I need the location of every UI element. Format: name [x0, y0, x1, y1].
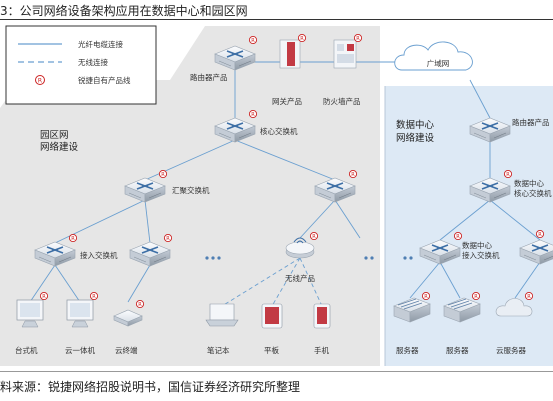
- svg-text:R: R: [38, 78, 42, 85]
- figure-source: 料来源：锐捷网络招股说明书，国信证券经济研究所整理: [0, 380, 301, 394]
- phone-device: [313, 303, 331, 329]
- laptop-device: [205, 303, 239, 327]
- gateway-label: 网关产品: [272, 96, 302, 106]
- more-dots: [205, 256, 221, 260]
- dc-core-label-1: 数据中心: [514, 178, 544, 188]
- cloud-server-device: [495, 291, 534, 317]
- allinone-label: 云一体机: [65, 345, 95, 355]
- dc-router-label: 路由器产品: [512, 117, 550, 127]
- dc-access-label-2: 接入交换机: [462, 250, 500, 260]
- tablet-device: [261, 303, 283, 329]
- own-product-badge-icon: R: [35, 75, 45, 85]
- figure-title: 3：公司网络设备架构应用在数据中心和园区网: [0, 4, 248, 18]
- tablet-label: 平板: [264, 345, 279, 355]
- campus-zone-title-1: 园区网: [40, 130, 69, 141]
- wireless-label: 无线产品: [285, 273, 315, 283]
- server-label-1: 服务器: [396, 345, 419, 355]
- source-rule: [0, 371, 553, 372]
- firewall-device: [333, 33, 363, 69]
- legend-fiber-label: 光纤电缆连接: [78, 39, 123, 49]
- dc-core-label-2: 核心交换机: [514, 188, 552, 198]
- cloud-server-label: 云服务器: [496, 345, 526, 355]
- wan-cloud: 广域网: [394, 41, 473, 71]
- cloud-terminal-label: 云终端: [115, 345, 138, 355]
- phone-label: 手机: [314, 345, 329, 355]
- router-label: 路由器产品: [190, 72, 228, 82]
- legend: 光纤电缆连接 无线连接 R 锐捷自有产品线: [5, 25, 157, 105]
- campus-zone-title-2: 网络建设: [40, 141, 79, 153]
- aggregation-switch-label: 汇聚交换机: [172, 185, 210, 195]
- wan-label: 广域网: [427, 58, 450, 68]
- legend-wireless-label: 无线连接: [78, 57, 108, 67]
- campus-zone: [0, 26, 380, 366]
- dc-more-dots: [403, 256, 413, 260]
- title-rule: [0, 19, 553, 20]
- gateway-device: [279, 33, 307, 69]
- server-label-2: 服务器: [446, 345, 469, 355]
- more-dots-2: [364, 256, 374, 260]
- dc-zone-title-2: 网络建设: [396, 132, 435, 144]
- laptop-label: 笔记本: [207, 345, 230, 355]
- wireless-links: [221, 257, 323, 307]
- access-switch-label: 接入交换机: [80, 250, 118, 260]
- desktop-label: 台式机: [15, 345, 38, 355]
- dc-access-label-1: 数据中心: [462, 240, 492, 250]
- wireless-ap-device: [285, 231, 319, 259]
- dc-zone-title-1: 数据中心: [396, 119, 435, 131]
- firewall-label: 防火墙产品: [323, 96, 361, 106]
- core-switch-label: 核心交换机: [260, 126, 298, 136]
- legend-own-label: 锐捷自有产品线: [78, 75, 131, 85]
- cloud-terminal-device: [113, 299, 145, 327]
